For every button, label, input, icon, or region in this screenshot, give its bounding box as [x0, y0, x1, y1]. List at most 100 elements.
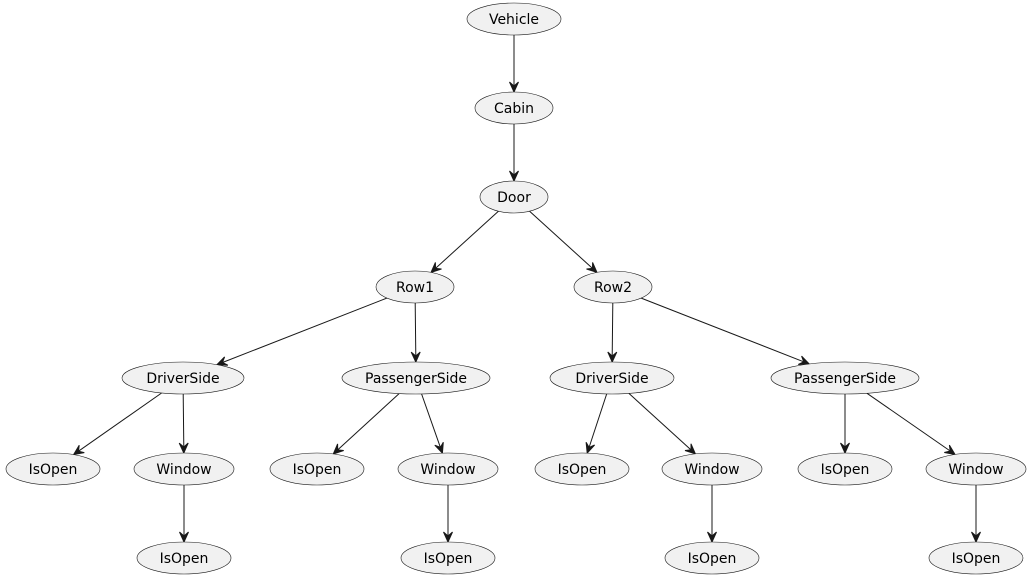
node-label: Door [497, 190, 531, 206]
node-ellipse [474, 91, 554, 125]
arrowhead-icon [971, 531, 981, 544]
edge-row2-passengerside-window-to-row2-passengerside-window-isopen [971, 485, 981, 544]
edge-line [866, 392, 951, 452]
edge-line [611, 302, 614, 357]
edge-line [414, 302, 417, 357]
node-ellipse [664, 541, 760, 575]
edge-door-to-row1 [430, 210, 499, 274]
node-vehicle: Vehicle [466, 2, 562, 36]
node-label: Window [948, 462, 1003, 478]
node-row2: Row2 [573, 270, 653, 304]
node-row2-driverside-isopen: IsOpen [534, 452, 630, 486]
edge-line [641, 297, 804, 363]
edge-row1-driverside-to-row1-driverside-window [178, 393, 189, 455]
arrowhead-icon [586, 262, 598, 274]
node-ellipse [136, 541, 232, 575]
node-label: IsOpen [821, 462, 870, 478]
arrowhead-icon [215, 356, 229, 366]
edges-layer [72, 35, 981, 544]
node-row2-passengerside: PassengerSide [770, 361, 920, 395]
node-row1: Row1 [375, 270, 455, 304]
arrowhead-icon [585, 441, 595, 455]
node-label: Window [420, 462, 475, 478]
edge-row2-driverside-to-row2-driverside-isopen [585, 393, 608, 455]
node-row2-passengerside-window: Window [925, 452, 1027, 486]
node-label: DriverSide [146, 371, 219, 387]
arrowhead-icon [840, 442, 850, 455]
edge-line [78, 392, 162, 452]
node-ellipse [341, 361, 491, 395]
edge-row1-to-row1-passengerside [410, 302, 421, 364]
arrowhead-icon [434, 441, 444, 455]
arrowhead-icon [332, 443, 344, 455]
edge-row2-to-row2-driverside [607, 302, 618, 364]
edge-row1-driverside-window-to-row1-driverside-window-isopen [179, 485, 189, 544]
node-ellipse [397, 452, 499, 486]
arrowhead-icon [179, 531, 189, 544]
node-label: PassengerSide [794, 371, 896, 387]
node-label: IsOpen [424, 551, 473, 567]
node-ellipse [133, 452, 235, 486]
edge-row2-to-row2-passengerside [641, 297, 811, 365]
edge-row2-driverside-to-row2-driverside-window [628, 393, 697, 455]
node-label: IsOpen [29, 462, 78, 478]
node-row1-passengerside-window-isopen: IsOpen [400, 541, 496, 575]
arrowhead-icon [798, 355, 811, 365]
edge-row1-passengerside-to-row1-passengerside-window [421, 393, 444, 455]
edge-row2-passengerside-to-row2-passengerside-window [866, 392, 957, 456]
edge-row1-to-row1-driverside [215, 297, 387, 366]
node-ellipse [661, 452, 763, 486]
node-label: IsOpen [293, 462, 342, 478]
node-row1-passengerside: PassengerSide [341, 361, 491, 395]
node-ellipse [534, 452, 630, 486]
edge-vehicle-to-cabin [509, 35, 519, 94]
node-row1-driverside: DriverSide [121, 361, 245, 395]
node-ellipse [928, 541, 1024, 575]
arrowhead-icon [410, 351, 421, 364]
node-row1-driverside-window-isopen: IsOpen [136, 541, 232, 575]
node-label: Window [156, 462, 211, 478]
edge-line [588, 393, 608, 448]
node-row1-passengerside-window: Window [397, 452, 499, 486]
edge-line [182, 393, 185, 448]
edge-cabin-to-door [509, 124, 519, 183]
node-cabin: Cabin [474, 91, 554, 125]
edge-line [337, 393, 400, 451]
node-ellipse [770, 361, 920, 395]
node-row2-passengerside-isopen: IsOpen [797, 452, 893, 486]
node-label: Window [684, 462, 739, 478]
node-label: IsOpen [688, 551, 737, 567]
node-row2-driverside: DriverSide [549, 361, 675, 395]
node-label: DriverSide [575, 371, 648, 387]
node-ellipse [375, 270, 455, 304]
arrowhead-icon [430, 262, 442, 274]
edge-row2-passengerside-to-row2-passengerside-isopen [840, 394, 850, 455]
arrowhead-icon [607, 351, 618, 364]
node-label: IsOpen [952, 551, 1001, 567]
node-ellipse [797, 452, 893, 486]
node-label: Vehicle [489, 12, 539, 28]
arrowhead-icon [684, 443, 697, 455]
node-label: Row1 [396, 280, 434, 296]
node-ellipse [400, 541, 496, 575]
node-row1-driverside-isopen: IsOpen [5, 452, 101, 486]
node-label: PassengerSide [365, 371, 467, 387]
arrowhead-icon [178, 442, 189, 455]
edge-line [222, 297, 387, 363]
edge-row1-passengerside-window-to-row1-passengerside-window-isopen [443, 485, 453, 544]
node-ellipse [5, 452, 101, 486]
node-label: IsOpen [160, 551, 209, 567]
node-ellipse [466, 2, 562, 36]
node-row2-driverside-window: Window [661, 452, 763, 486]
node-row2-passengerside-window-isopen: IsOpen [928, 541, 1024, 575]
edge-row2-driverside-window-to-row2-driverside-window-isopen [707, 485, 717, 544]
node-label: Row2 [594, 280, 632, 296]
arrowhead-icon [509, 81, 519, 94]
edge-line [435, 210, 499, 269]
arrowhead-icon [72, 444, 85, 456]
node-ellipse [479, 180, 549, 214]
node-ellipse [121, 361, 245, 395]
node-row1-driverside-window: Window [133, 452, 235, 486]
